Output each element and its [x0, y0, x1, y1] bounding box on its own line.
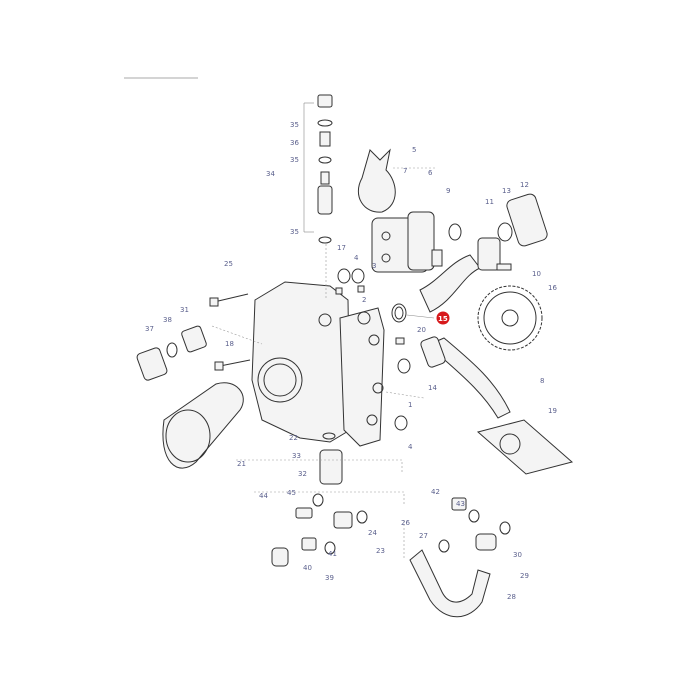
callout-37: 37 [145, 325, 154, 333]
callout-10: 10 [532, 270, 541, 278]
callout-12: 12 [520, 181, 529, 189]
highlight-marker [436, 311, 450, 325]
callout-39: 39 [325, 574, 334, 582]
callout-3: 3 [372, 262, 376, 270]
callout-15: 15 [438, 315, 448, 323]
suction-pipe [419, 193, 548, 313]
main-housing [251, 281, 385, 447]
callout-42: 42 [431, 488, 440, 496]
callout-35a: 35 [290, 121, 299, 129]
oil-filter [162, 382, 244, 469]
callout-25: 25 [224, 260, 233, 268]
callout-36: 36 [290, 139, 299, 147]
pressure-switch [136, 325, 207, 381]
seal-ring-15 [391, 303, 435, 323]
bolts [209, 293, 251, 371]
callout-6: 6 [428, 169, 433, 177]
lower-fittings [271, 493, 511, 618]
callout-41: 41 [328, 550, 337, 558]
callout-29: 29 [520, 572, 529, 580]
callout-17: 17 [337, 244, 346, 252]
callout-31: 31 [180, 306, 189, 314]
callout-28: 28 [507, 593, 516, 601]
callout-27: 27 [419, 532, 428, 540]
callout-40: 40 [303, 564, 312, 572]
callout-16: 16 [548, 284, 557, 292]
seal-kit-bag [357, 148, 396, 213]
callout-23: 23 [376, 547, 385, 555]
callout-9: 9 [446, 187, 450, 195]
callout-21: 21 [237, 460, 246, 468]
hydraulic-pump [371, 167, 443, 273]
gasket [476, 419, 574, 475]
callout-13: 13 [502, 187, 511, 195]
callout-2: 2 [362, 296, 366, 304]
callout-11: 11 [485, 198, 494, 206]
callout-22: 22 [289, 434, 298, 442]
callout-32: 32 [298, 470, 307, 478]
guide-lines [211, 244, 425, 560]
callout-45: 45 [287, 489, 296, 497]
drive-gear [477, 285, 543, 351]
callout-18: 18 [225, 340, 234, 348]
relief-valve-stack [303, 94, 333, 244]
callout-5: 5 [412, 146, 416, 154]
callout-4b: 4 [408, 443, 413, 451]
callout-44: 44 [259, 492, 268, 500]
callout-8: 8 [540, 377, 544, 385]
callout-35c: 35 [290, 228, 299, 236]
callout-24: 24 [368, 529, 377, 537]
callout-30: 30 [513, 551, 522, 559]
callout-4a: 4 [354, 254, 359, 262]
fittings-middle [319, 263, 512, 485]
callout-14: 14 [428, 384, 437, 392]
callout-1: 1 [408, 401, 412, 409]
callout-35b: 35 [290, 156, 299, 164]
callout-26: 26 [401, 519, 410, 527]
callout-38: 38 [163, 316, 172, 324]
callout-labels: 35 36 35 34 35 5 7 6 9 13 12 11 17 4 3 1… [145, 121, 557, 601]
callout-43: 43 [456, 500, 465, 508]
callout-20: 20 [417, 326, 426, 334]
callout-33: 33 [292, 452, 301, 460]
callout-7: 7 [403, 167, 407, 175]
callout-19: 19 [548, 407, 557, 415]
callout-34: 34 [266, 170, 275, 178]
return-pipe [420, 336, 511, 419]
